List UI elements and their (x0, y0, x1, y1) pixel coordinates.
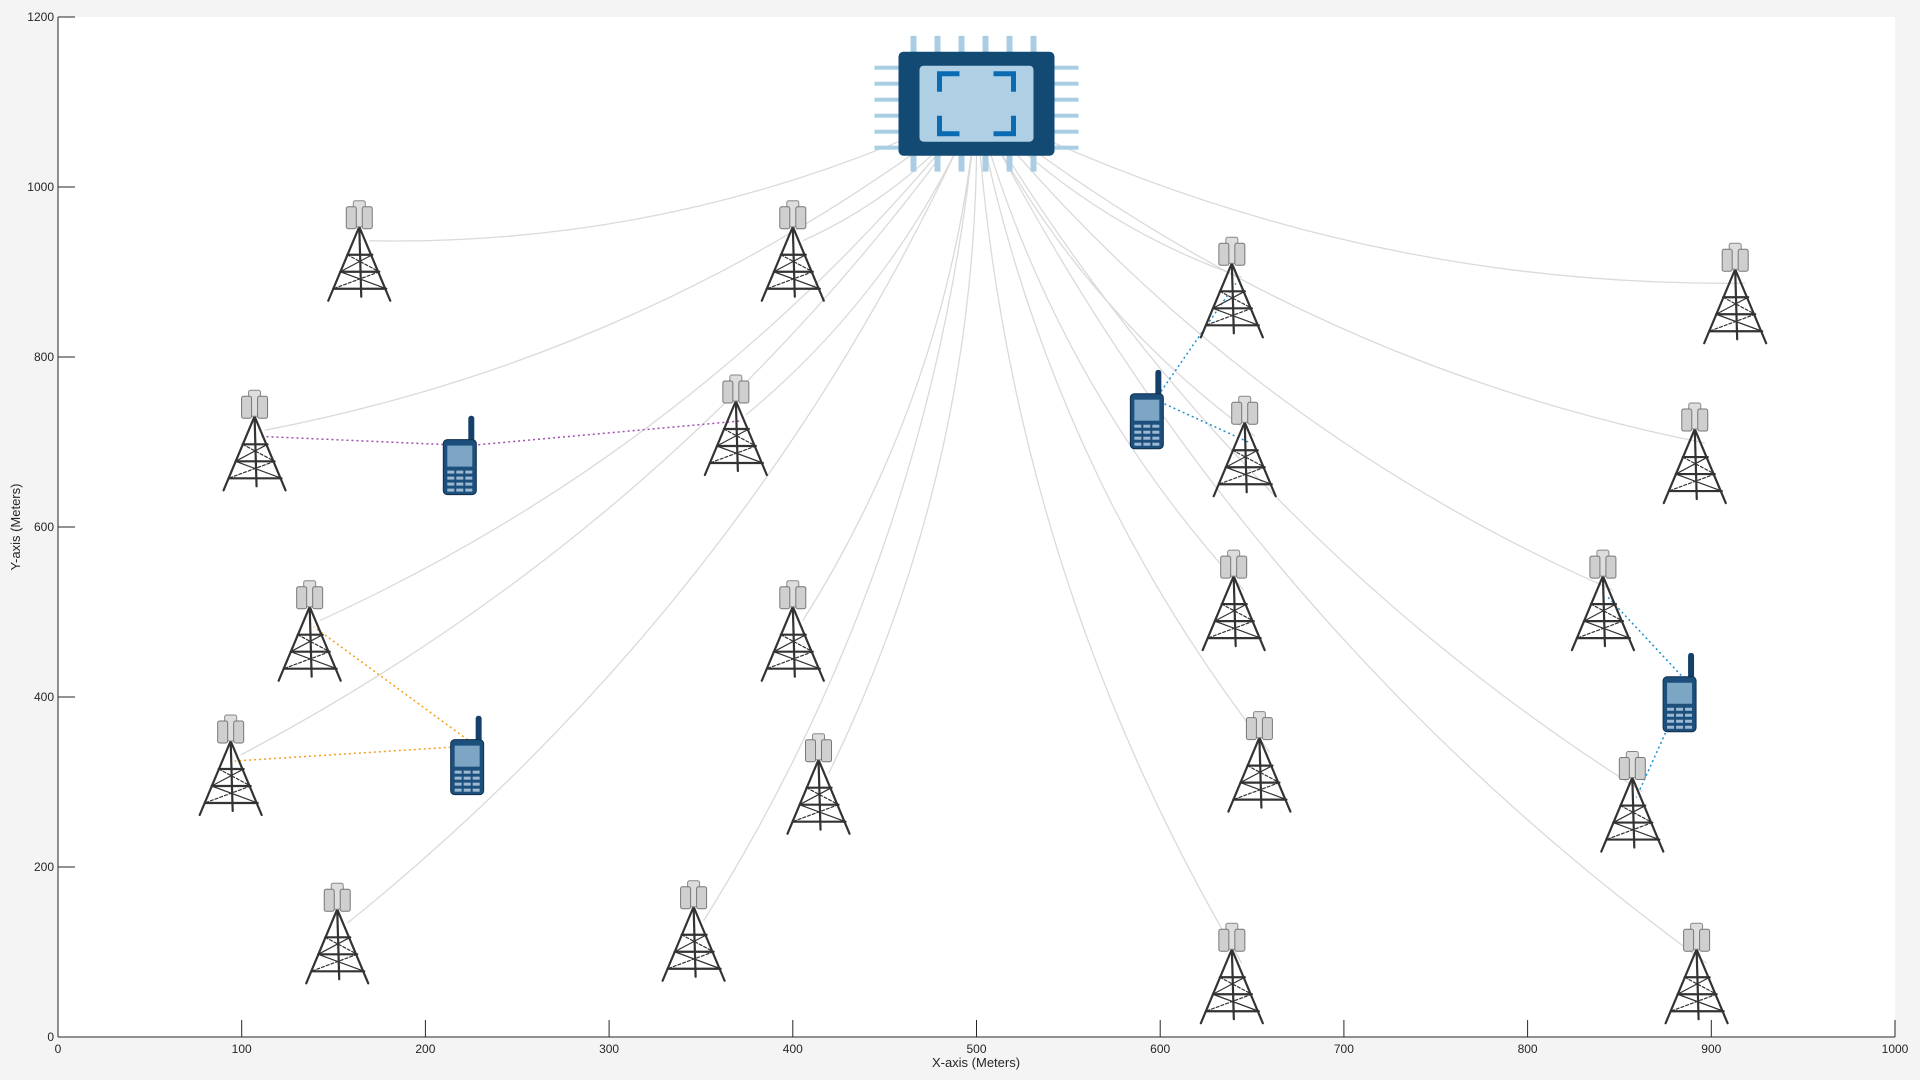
backhaul-link (369, 106, 977, 242)
x-tick-label: 200 (415, 1042, 435, 1056)
backhaul-link (240, 106, 978, 756)
backhaul-link (976, 106, 1705, 444)
backhaul-link (264, 106, 977, 431)
phone-tower-link (313, 626, 477, 747)
y-axis-label: Y-axis (Meters) (8, 484, 23, 571)
x-tick-label: 900 (1701, 1042, 1721, 1056)
processor-chip-icon (875, 36, 1079, 172)
x-tick-label: 700 (1334, 1042, 1354, 1056)
x-tick-label: 600 (1150, 1042, 1170, 1056)
x-axis-label: X-axis (Meters) (932, 1055, 1020, 1070)
phone-tower-link (468, 420, 740, 447)
backhaul-link (802, 106, 978, 622)
y-tick-label: 600 (34, 520, 54, 534)
backhaul-link (319, 106, 978, 622)
backhaul-link (827, 106, 978, 774)
y-tick-label: 400 (34, 690, 54, 704)
phone-tower-link (234, 744, 476, 762)
backhaul-link (975, 106, 1614, 591)
x-tick-label: 800 (1518, 1042, 1538, 1056)
x-tick-label: 300 (599, 1042, 619, 1056)
backhaul-link (975, 106, 1245, 591)
backhaul-link (975, 106, 1643, 793)
plot-area (58, 17, 1895, 1037)
y-tick-label: 200 (34, 860, 54, 874)
backhaul-link (975, 106, 1243, 964)
backhaul-link (346, 106, 978, 924)
x-tick-label: 400 (783, 1042, 803, 1056)
y-tick-label: 800 (34, 350, 54, 364)
backhaul-link (975, 106, 1707, 964)
y-tick-label: 1200 (27, 10, 54, 24)
x-tick-label: 100 (232, 1042, 252, 1056)
backhaul-link (703, 106, 978, 922)
backhaul-link (975, 106, 1270, 752)
backhaul-link (975, 106, 1256, 437)
x-tick-label: 1000 (1882, 1042, 1909, 1056)
x-tick-label: 500 (966, 1042, 986, 1056)
backhaul-link (976, 106, 1746, 284)
x-tick-label: 0 (55, 1042, 62, 1056)
y-tick-label: 0 (47, 1030, 54, 1044)
phone-tower-link (1154, 282, 1237, 401)
y-tick-label: 1000 (27, 180, 54, 194)
phone-tower-link (1155, 399, 1250, 443)
